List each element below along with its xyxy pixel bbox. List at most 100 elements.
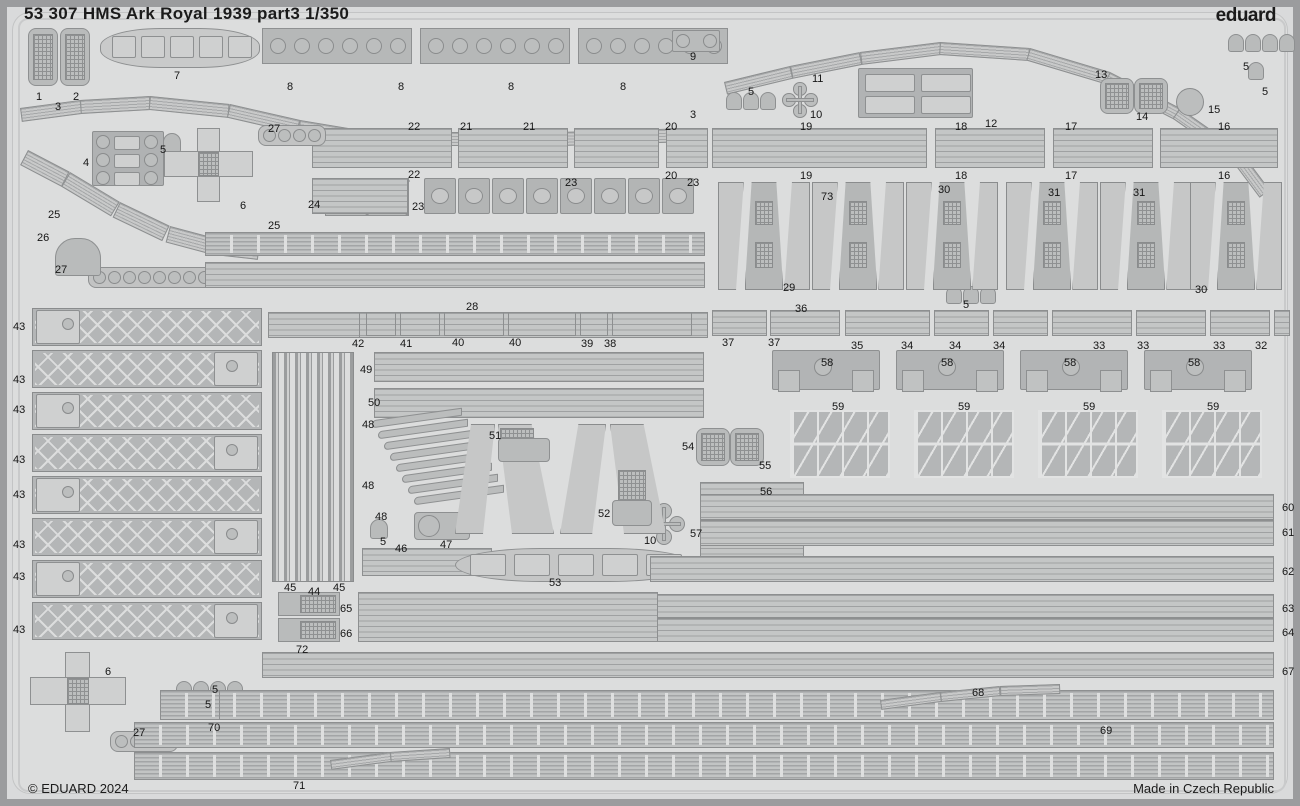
part-number-35: 35 [851,340,864,352]
part-43-hole [226,528,238,540]
part-30-uptake-b-mesh-a [1226,201,1246,226]
part-4-drum [96,135,110,149]
part-number-47: 47 [440,539,453,551]
part-number-23: 23 [687,177,700,189]
origin-notice: Made in Czech Republic [1133,781,1274,796]
part-5-bollard [370,519,388,539]
part-11-panel [921,96,971,114]
part-73-uptake-center [838,182,878,290]
part-number-27: 27 [55,264,68,276]
part-number-43: 43 [13,454,26,466]
part-58-leg-left [778,370,800,392]
part-number-66: 66 [340,628,353,640]
part-59-braced-grid-1 [790,410,890,478]
part-number-40: 40 [509,337,522,349]
part-number-48: 48 [362,480,375,492]
part-number-42: 42 [352,338,365,350]
part-girder-seg-5 [993,310,1048,336]
part-61-railing-run [700,520,1274,546]
part-number-24: 24 [308,199,321,211]
part-8-lightening-hole [452,38,468,54]
part-29-uptake-mesh-a [754,201,774,226]
part-number-19: 19 [800,121,813,133]
part-73-uptake-mesh-a [848,201,868,226]
part-girder-seg-b-2 [400,312,440,336]
part-number-5: 5 [205,699,212,711]
part-11-panel [921,74,971,92]
part-55-mesh [735,433,759,461]
part-grating-strip-1 [312,128,452,168]
part-number-17: 17 [1065,121,1078,133]
part-number-30: 30 [1195,284,1208,296]
copyright-notice: © EDUARD 2024 [28,781,129,796]
part-8-lightening-hole [294,38,310,54]
part-8-lightening-hole [318,38,334,54]
part-5-bollard [1245,34,1261,52]
part-4-drum [144,171,158,185]
part-65-mesh [300,595,336,613]
part-girder-top-4 [1160,128,1278,168]
part-number-34: 34 [901,340,914,352]
part-girder-seg-b-4 [508,312,576,336]
part-7-window [228,36,252,58]
part-5-bollard [1248,62,1264,80]
part-number-23: 23 [412,201,425,213]
part-number-3: 3 [690,109,697,121]
part-number-14: 14 [1136,111,1149,123]
part-number-5: 5 [963,299,970,311]
part-7-window [170,36,194,58]
part-70-deck-railing [160,690,220,720]
part-number-18: 18 [955,170,968,182]
part-31-uptake-mesh-a [1042,201,1062,226]
part-31-uptake-mesh-b [1042,242,1062,269]
part-number-10: 10 [644,535,657,547]
part-5-bollard [760,92,776,110]
part-grating-strip-2 [458,128,568,168]
part-number-13: 13 [1095,69,1108,81]
part-58-leg-right [1100,370,1122,392]
part-58-hub [1062,358,1080,376]
part-30-uptake-mesh-a [942,201,962,226]
part-number-43: 43 [13,321,26,333]
part-27-roller-strip-roller [153,271,166,284]
part-71-deck-railing [134,752,1274,780]
part-4-drum [96,171,110,185]
part-2-mesh [65,34,85,80]
part-grating-strip-3 [574,128,659,168]
part-13-mesh [1105,83,1129,109]
part-27-roller-strip-roller [183,271,196,284]
part-29-uptake-center [744,182,784,290]
part-number-64: 64 [1282,627,1295,639]
part-67-railing-run [262,652,1274,678]
part-number-25: 25 [268,220,281,232]
part-number-67: 67 [1282,666,1295,678]
part-58-hub [814,358,832,376]
part-number-8: 8 [398,81,405,93]
part-number-15: 15 [1208,104,1221,116]
part-number-34: 34 [949,340,962,352]
part-number-46: 46 [395,543,408,555]
part-8-lightening-hole [390,38,406,54]
part-31-uptake-center [1032,182,1072,290]
part-73-uptake-mesh-b [848,242,868,269]
part-9-drum-left [676,34,690,48]
part-number-6: 6 [105,666,112,678]
part-number-44: 44 [308,586,321,598]
part-58-leg-right [852,370,874,392]
part-25-railing-run-b [205,232,705,256]
part-8-lightening-hole [610,38,626,54]
part-4-panel [114,154,140,168]
frame-rail-bottom [0,799,1300,806]
part-number-53: 53 [549,577,562,589]
part-27-roller-strip-roller [263,129,276,142]
part-10-cloverleaf-stem [785,98,815,102]
part-28-railing-run [205,262,705,288]
part-52-head [612,500,652,526]
part-number-8: 8 [620,81,627,93]
part-number-59: 59 [832,401,845,413]
part-8-lightening-hole [634,38,650,54]
part-number-26: 26 [37,232,50,244]
part-girder-seg-b-1 [366,312,396,336]
eduard-logo: eduard [1215,5,1277,26]
